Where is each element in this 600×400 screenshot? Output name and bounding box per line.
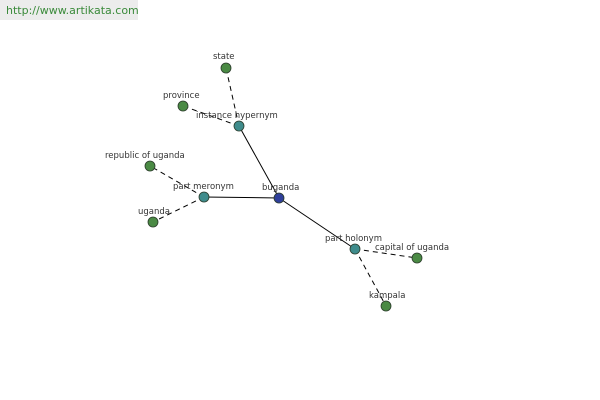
node-dot-part-holonym[interactable] bbox=[349, 243, 361, 255]
node-part-meronym[interactable]: part meronym bbox=[173, 182, 234, 203]
node-dot-capital-of-uganda[interactable] bbox=[411, 252, 423, 264]
node-label-part-holonym[interactable]: part holonym bbox=[325, 234, 382, 244]
edge-instance-hypernym-to-state bbox=[225, 67, 240, 127]
edge-part-meronym-to-republic-of-uganda bbox=[149, 165, 205, 198]
node-dot-province[interactable] bbox=[177, 100, 189, 112]
node-label-kampala[interactable]: kampala bbox=[369, 291, 405, 301]
node-state[interactable]: state bbox=[213, 52, 235, 74]
edge-instance-hypernym-to-province bbox=[182, 105, 240, 127]
edge-buganda-to-part-holonym bbox=[278, 197, 356, 250]
node-dot-part-meronym[interactable] bbox=[198, 191, 210, 203]
node-republic-of-uganda[interactable]: republic of uganda bbox=[105, 151, 185, 172]
node-label-instance-hypernym[interactable]: instance hypernym bbox=[196, 111, 278, 121]
node-instance-hypernym[interactable]: instance hypernym bbox=[196, 111, 278, 132]
edge-buganda-to-part-meronym bbox=[203, 196, 280, 199]
node-dot-uganda[interactable] bbox=[147, 216, 159, 228]
node-province[interactable]: province bbox=[163, 91, 200, 112]
url-bar: http://www.artikata.com bbox=[0, 0, 139, 20]
edge-buganda-to-instance-hypernym bbox=[238, 125, 280, 199]
node-dot-instance-hypernym[interactable] bbox=[233, 120, 245, 132]
node-kampala[interactable]: kampala bbox=[369, 291, 405, 312]
edge-part-holonym-to-kampala bbox=[354, 248, 387, 307]
node-label-republic-of-uganda[interactable]: republic of uganda bbox=[105, 151, 185, 161]
edge-part-meronym-to-uganda bbox=[152, 196, 205, 223]
edge-part-holonym-to-capital-of-uganda bbox=[354, 248, 418, 259]
node-uganda[interactable]: uganda bbox=[138, 207, 170, 228]
node-dot-kampala[interactable] bbox=[380, 300, 392, 312]
node-label-capital-of-uganda[interactable]: capital of uganda bbox=[375, 243, 449, 253]
node-dot-state[interactable] bbox=[220, 62, 232, 74]
node-dot-republic-of-uganda[interactable] bbox=[144, 160, 156, 172]
node-label-uganda[interactable]: uganda bbox=[138, 207, 170, 217]
node-label-part-meronym[interactable]: part meronym bbox=[173, 182, 234, 192]
graph-nodes: buganda instance hypernym part meronym part… bbox=[105, 52, 449, 312]
node-buganda[interactable]: buganda bbox=[262, 183, 299, 204]
node-capital-of-uganda[interactable]: capital of uganda bbox=[375, 243, 449, 264]
node-dot-buganda[interactable] bbox=[273, 192, 285, 204]
site-url-link[interactable]: http://www.artikata.com bbox=[6, 4, 139, 17]
node-label-state[interactable]: state bbox=[213, 52, 235, 62]
node-label-province[interactable]: province bbox=[163, 91, 200, 101]
node-part-holonym[interactable]: part holonym bbox=[325, 234, 382, 255]
graph-edges bbox=[149, 67, 418, 307]
node-label-buganda[interactable]: buganda bbox=[262, 183, 299, 193]
